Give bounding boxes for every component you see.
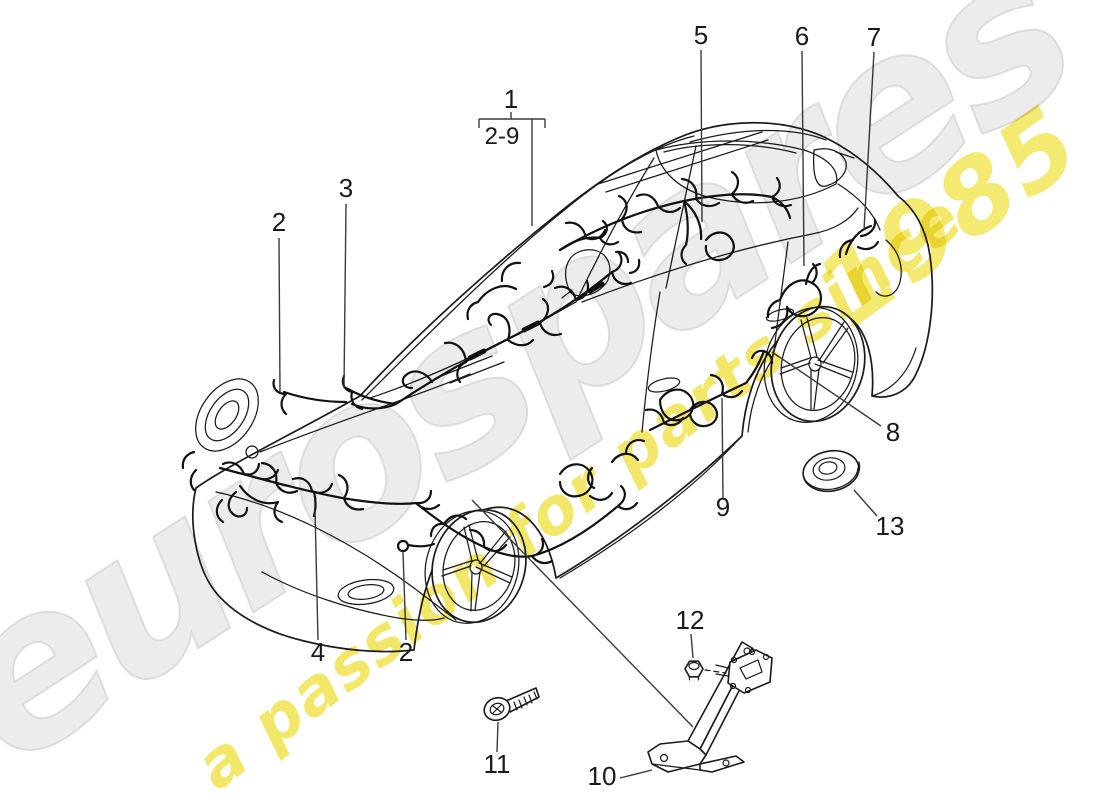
callout-10: 10 [588,761,617,791]
callout-group-1: 1 2-9 [478,84,546,226]
callout-1-bracket [478,112,546,226]
callouts: 1 2-9 2 3 4 2 5 6 7 8 9 10 11 [272,20,905,791]
callout-5: 5 [694,20,708,50]
front-wheel [424,508,527,624]
car-illustration [192,121,934,653]
part-grommet [802,449,861,493]
leader-7 [863,51,875,231]
callout-2-left: 2 [272,207,286,237]
leader-12 [690,633,694,659]
callout-6: 6 [795,21,809,51]
callout-1: 1 [504,84,518,114]
callout-11: 11 [484,749,511,779]
callout-12: 12 [676,605,705,635]
leader-5 [700,49,703,223]
leader-2-left [278,237,281,393]
harness-dash-right [466,261,555,321]
callout-2-9: 2-9 [485,123,520,150]
car-body-silhouette [192,121,934,653]
side-windows [581,129,859,303]
leader-8 [771,351,882,427]
part-screw [483,687,540,722]
harness-roof [558,170,793,266]
part-relay [715,648,773,694]
callout-4: 4 [311,637,325,667]
front-bumper-details [215,491,457,621]
leader-bracket-location [471,499,694,728]
harness-sill [644,349,774,432]
callout-9: 9 [716,492,730,522]
leader-13 [853,489,878,517]
leader-11 [496,721,499,753]
harness-front-wheel [406,439,646,565]
leader-2-bottom [402,551,407,641]
leader-6 [801,50,805,267]
callout-13: 13 [876,511,905,541]
wiring-harnesses [181,170,880,565]
leader-4 [314,509,319,641]
a-pillar-right [575,157,655,303]
callout-2-bottom: 2 [399,637,413,667]
part-nut [684,660,727,681]
harness-tailgate [838,218,880,259]
harness-rear-door [766,262,822,330]
leader-9 [721,397,724,499]
callout-7: 7 [867,22,881,52]
callout-3: 3 [339,173,353,203]
harness-tape-wraps [467,281,605,361]
harness-hood-front [181,450,441,524]
leader-3 [343,203,347,389]
callout-8: 8 [886,417,900,447]
headlight [195,378,259,459]
harness-connector [396,539,410,553]
leader-10 [619,769,653,779]
roof-rail-line [361,135,695,401]
